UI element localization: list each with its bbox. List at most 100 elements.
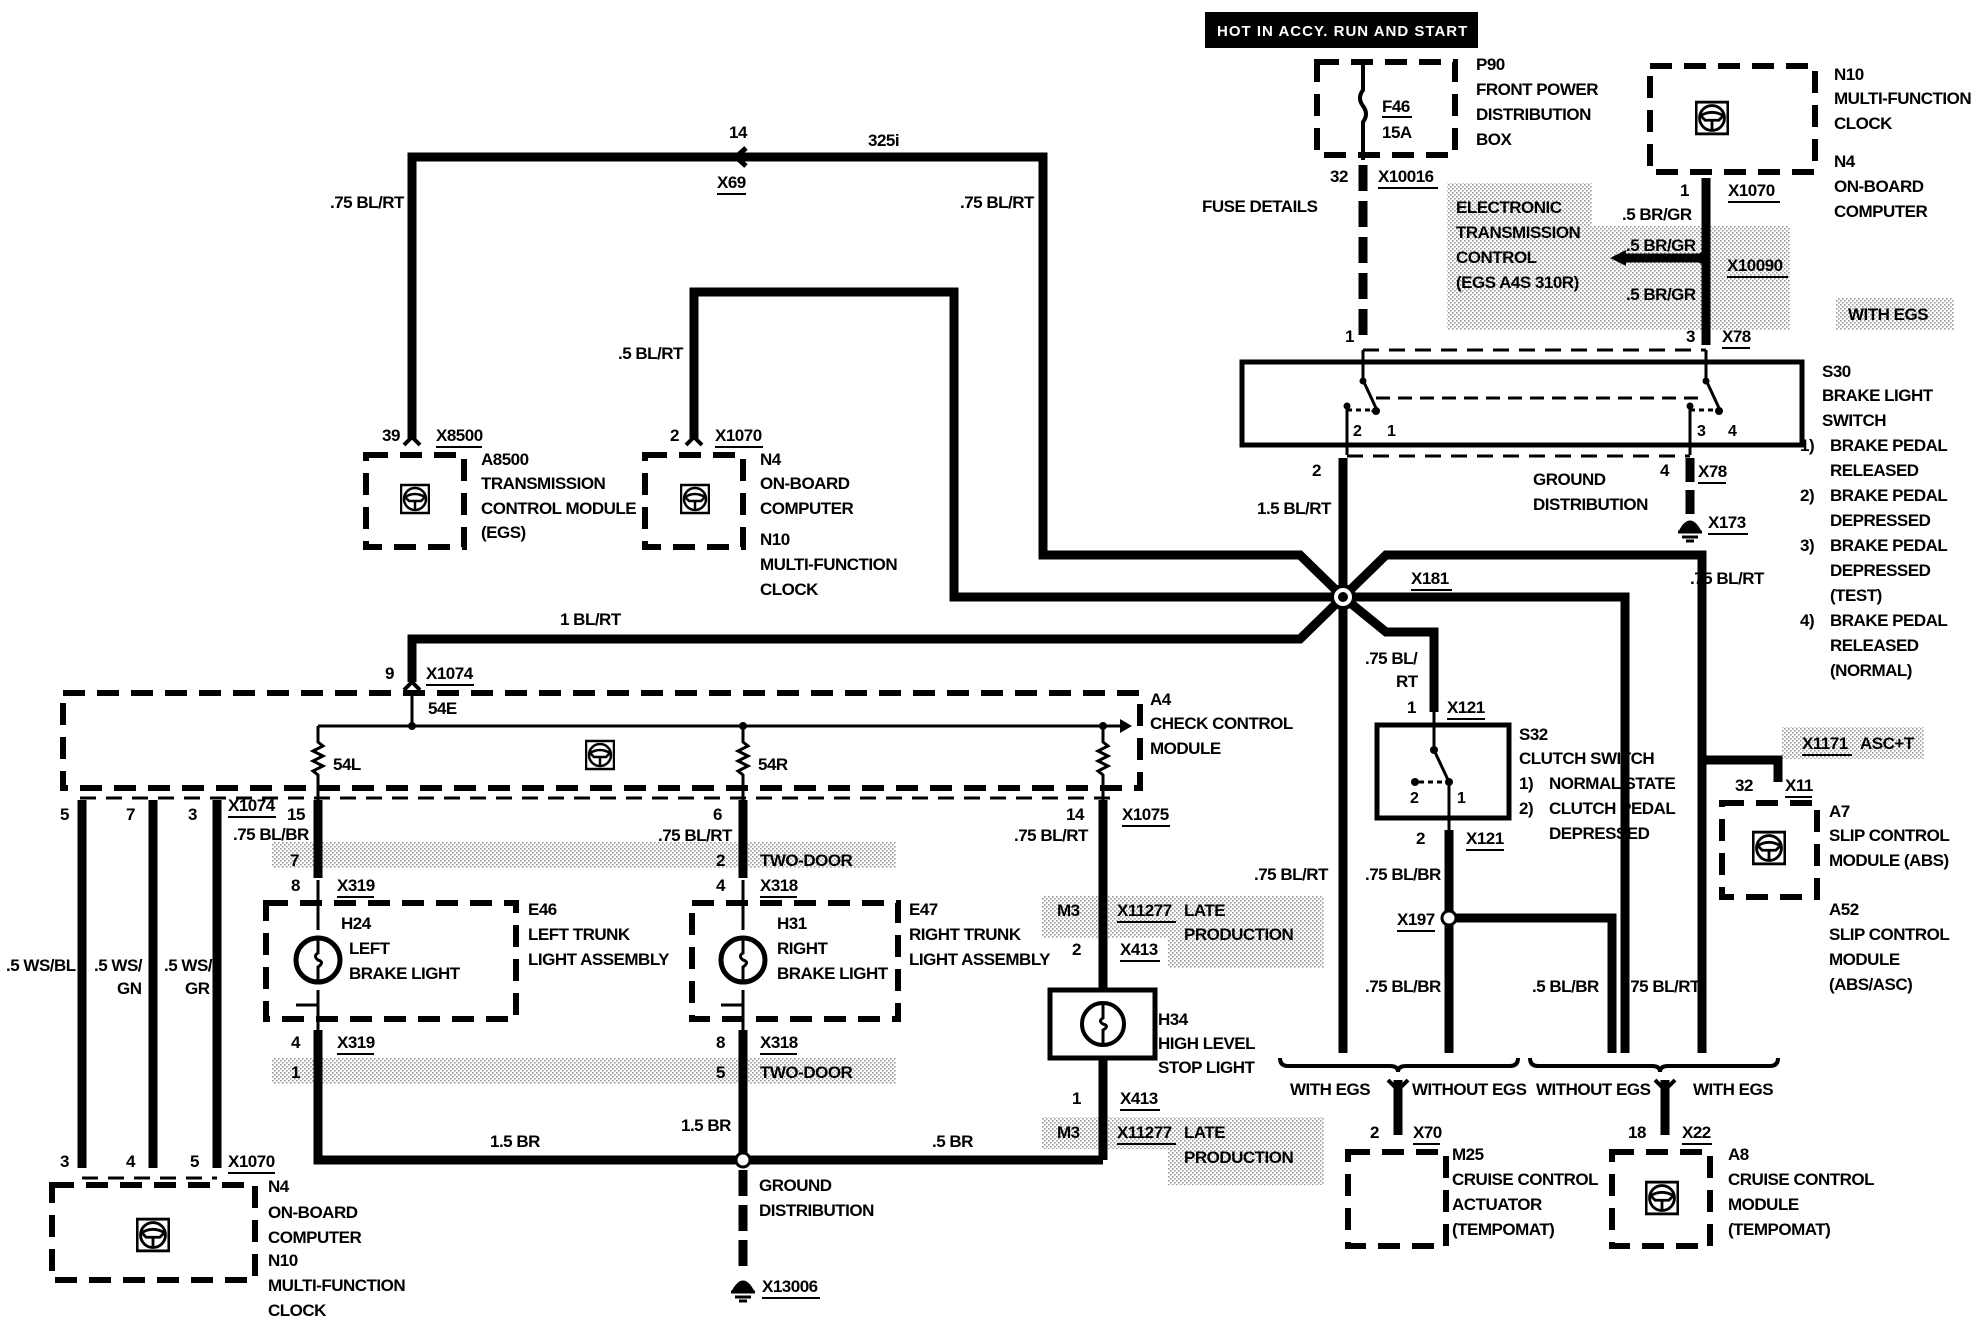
n4-mid-id: N4 [760, 450, 782, 469]
two-door-label-bottom: TWO-DOOR [760, 1063, 853, 1082]
s32-state-1-num: 1) [1519, 774, 1533, 793]
e47-name-2: LIGHT ASSEMBLY [909, 950, 1051, 969]
clutch-wire-in-2: RT [1396, 672, 1419, 691]
s30-state-1-line-1: BRAKE PEDAL [1830, 436, 1947, 455]
s30-id: S30 [1822, 362, 1851, 381]
a8500-pin: 39 [382, 426, 400, 445]
h34-name-2: STOP LIGHT [1158, 1058, 1256, 1077]
x69-pin: 14 [729, 123, 748, 142]
power-banner [1205, 12, 1478, 48]
s30-state-4-line-1: BRAKE PEDAL [1830, 611, 1947, 630]
s30-ground-label-2: DISTRIBUTION [1533, 495, 1648, 514]
a7-pin: 32 [1735, 776, 1753, 795]
clutch-pin-out: 2 [1416, 829, 1425, 848]
wire-inner-loop [689, 287, 1343, 602]
h34-id: H34 [1158, 1010, 1189, 1029]
x1171-label: X1171 [1802, 734, 1848, 753]
a52-name-1: SLIP CONTROL [1829, 925, 1949, 944]
clock-top-name-2: CLOCK [1834, 114, 1893, 133]
late-bot-text-1: LATE [1184, 1123, 1225, 1142]
n4-bot-pin-4: 4 [126, 1152, 136, 1171]
light-assembly-e47: 2 TWO-DOOR 4 X318 H31 RIGHT BRAKE LIGHT … [689, 800, 1052, 1160]
a4-out-wire-h: .75 BL/RT [1014, 826, 1089, 845]
wire-label-ws-gn-1: .5 WS/ [94, 956, 143, 975]
a8500-id: A8500 [481, 450, 529, 469]
e47-id: E47 [909, 900, 938, 919]
x69-connector-icon [732, 146, 748, 168]
egs-note-line-4: (EGS A4S 310R) [1456, 273, 1579, 292]
clock-module-top: N10 MULTI-FUNCTION CLOCK N4 ON-BOARD COM… [1647, 63, 1972, 221]
main-wires [407, 152, 1707, 1053]
s30-state-1-num: 1) [1800, 436, 1814, 455]
asc-option-text: ASC+T [1860, 734, 1915, 753]
s30-ground-connector: X78 [1698, 462, 1727, 481]
s30-state-4-num: 4) [1800, 611, 1814, 630]
wire-label-top-left: .75 BL/RT [330, 193, 405, 212]
egs-note-line-3: CONTROL [1456, 248, 1537, 267]
wire-label-right-down: .75 BL/RT [1626, 977, 1701, 996]
two-door-bottom-shade [272, 1058, 896, 1084]
fuse-box-p90: F46 15A P90 FRONT POWER DISTRIBUTION BOX… [1202, 55, 1599, 216]
e47-name-1: RIGHT TRUNK [909, 925, 1022, 944]
n4-mid-pin: 2 [670, 426, 679, 445]
e47-conn-bot: X318 [760, 1033, 798, 1052]
clutch-conn-in: X121 [1447, 698, 1485, 717]
s32-id: S32 [1519, 725, 1548, 744]
two-door-pin-2: 2 [716, 851, 725, 870]
clutch-wire-in-1: .75 BL/ [1365, 649, 1418, 668]
egs-note-line-1: ELECTRONIC [1456, 198, 1562, 217]
n4-bot-name-2: COMPUTER [268, 1228, 362, 1247]
n4-mid-name-2: COMPUTER [760, 499, 854, 518]
light-assembly-e46: 7 8 X319 H24 LEFT BRAKE LIGHT E46 LEFT T… [263, 800, 1103, 1165]
n10-mid-id: N10 [760, 530, 790, 549]
wire-right-outer [1339, 550, 1707, 1053]
a4-label-54e: 54E [428, 699, 457, 718]
n4-mid-connector: X1070 [715, 426, 762, 445]
x173-label: X173 [1708, 513, 1746, 532]
e46-conn-bot: X319 [337, 1033, 375, 1052]
a7-id: A7 [1829, 802, 1850, 821]
late-prod-bot-shade-2 [1168, 1140, 1324, 1185]
h34-conn-top: X413 [1120, 940, 1158, 959]
x197-label: X197 [1397, 910, 1435, 929]
s30-pin-in-right: 3 [1686, 327, 1695, 346]
selector-left-with: WITH EGS [1290, 1080, 1370, 1099]
fuse-box-name-2: DISTRIBUTION [1476, 105, 1591, 124]
h31-id: H31 [777, 914, 807, 933]
two-door-pin-1: 1 [291, 1063, 300, 1082]
clutch-wire-down: .75 BL/BR [1365, 977, 1441, 996]
clock-top-id-1: N10 [1834, 65, 1864, 84]
clock-top-name-1: MULTI-FUNCTION [1834, 89, 1971, 108]
wire-label-n4-mid: .5 BL/RT [618, 344, 684, 363]
ground-distribution-bottom: 1.5 BR 1.5 BR .5 BR X13006 GROUND DISTRI… [490, 1116, 974, 1303]
s30-contact-2: 2 [1353, 423, 1362, 440]
model-code: 325i [868, 131, 899, 150]
s30-state-3-line-1: BRAKE PEDAL [1830, 536, 1947, 555]
selector-right-without: WITHOUT EGS [1536, 1080, 1651, 1099]
clutch-wire-branch: .5 BL/BR [1532, 977, 1599, 996]
wire-label-ws-gn-2: GN [117, 979, 142, 998]
late-top-text-1: LATE [1184, 901, 1225, 920]
m25-pin: 2 [1370, 1123, 1379, 1142]
with-egs-note: WITH EGS [1848, 305, 1928, 324]
s32-state-2-num: 2) [1519, 799, 1533, 818]
wire-label-1blrt: 1 BL/RT [560, 610, 622, 629]
a8500-name-1: TRANSMISSION [481, 474, 606, 493]
module-a4: 1 BL/RT 9 X1074 54E 54L 54R A4 CHECK CON… [60, 610, 1293, 845]
wire-label-top-right: .75 BL/RT [960, 193, 1035, 212]
power-banner-text: HOT IN ACCY. RUN AND START [1217, 23, 1468, 40]
wire-label-15br-mid: 1.5 BR [681, 1116, 731, 1135]
clock-top-connector: X1070 [1728, 181, 1775, 200]
fuse-pin: 32 [1330, 167, 1348, 186]
s30-state-1-line-2: RELEASED [1830, 461, 1919, 480]
h24-name-2: BRAKE LIGHT [349, 964, 461, 983]
a8-pin: 18 [1628, 1123, 1646, 1142]
a52-name-2: MODULE [1829, 950, 1900, 969]
clutch-pin-in: 1 [1407, 698, 1416, 717]
fuse-box-name-1: FRONT POWER [1476, 80, 1598, 99]
s30-state-2-num: 2) [1800, 486, 1814, 505]
fuse-rating: 15A [1382, 123, 1412, 142]
fuse-box-id: P90 [1476, 55, 1505, 74]
left-wire-bundle: .5 WS/BL .5 WS/ GN .5 WS/ GR 3 4 5 X1070 [6, 800, 275, 1174]
late-bot-connector: X11277 [1117, 1123, 1172, 1142]
